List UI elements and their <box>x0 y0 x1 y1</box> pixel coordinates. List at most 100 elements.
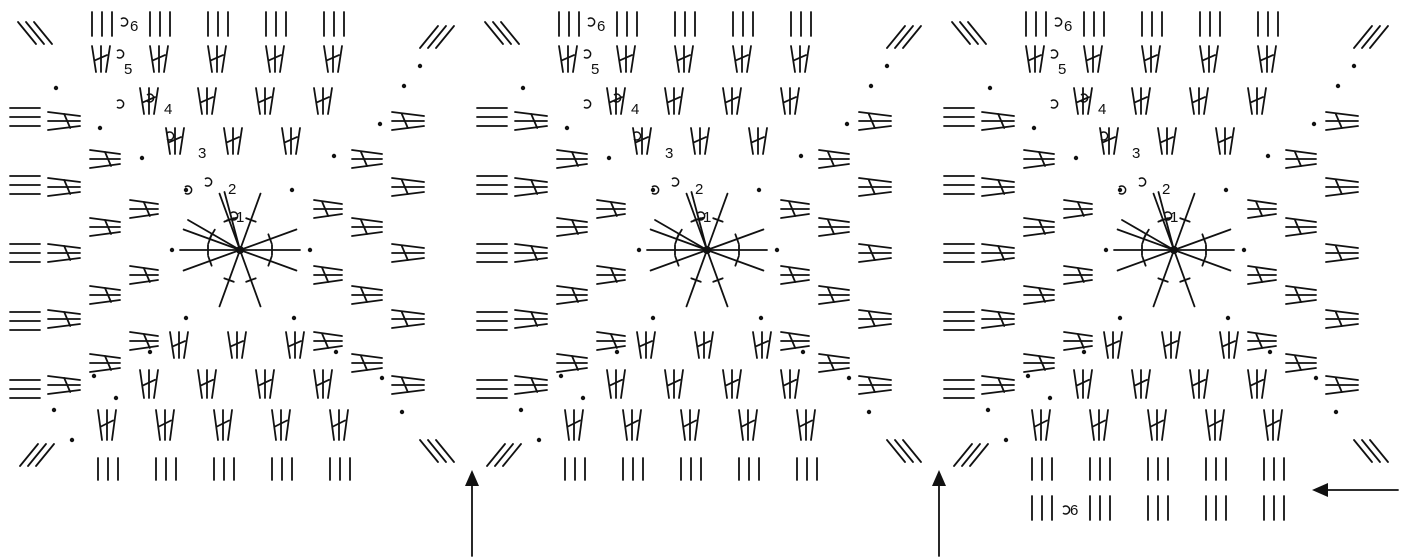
treble-stitch <box>780 199 810 205</box>
treble-crossbar <box>1208 419 1222 428</box>
treble-crossbar <box>788 201 797 217</box>
round-label-4: 4 <box>164 101 172 118</box>
treble-stitch <box>1219 331 1225 359</box>
corner-treble-stitch <box>25 21 45 45</box>
treble-stitch <box>514 323 548 329</box>
treble-stitch <box>1213 45 1219 73</box>
treble-crossbar <box>783 378 797 387</box>
slip-stitch-symbol <box>1073 155 1079 161</box>
treble-stitch <box>1141 45 1147 73</box>
treble-stitch <box>1233 331 1239 359</box>
arrow-head <box>465 470 479 486</box>
treble-stitch <box>255 87 261 115</box>
treble-crossbar <box>1192 378 1206 387</box>
treble-crossbar <box>400 179 409 195</box>
treble-stitch <box>694 409 700 441</box>
treble-crossbar <box>400 113 409 129</box>
treble-crossbar <box>226 136 240 144</box>
treble-stitch <box>804 45 810 73</box>
treble-stitch <box>1229 127 1235 155</box>
treble-crossbar <box>267 233 273 245</box>
treble-crossbar <box>571 287 579 303</box>
treble-crossbar <box>1222 340 1236 348</box>
treble-stitch <box>182 228 241 251</box>
treble-stitch <box>1263 409 1269 441</box>
slip-stitch-symbol <box>169 247 175 253</box>
chain-loop-symbol <box>1062 505 1071 515</box>
treble-stitch <box>616 45 622 73</box>
treble-stitch <box>1247 87 1253 115</box>
slip-stitch-symbol <box>868 83 874 89</box>
slip-stitch-symbol <box>844 121 850 127</box>
chain-loop-symbol <box>1100 131 1109 141</box>
treble-stitch <box>646 127 652 155</box>
slip-stitch-symbol <box>97 125 103 131</box>
treble-crossbar <box>1255 333 1264 349</box>
treble-crossbar <box>326 54 340 62</box>
treble-stitch <box>313 369 319 399</box>
treble-crossbar <box>400 245 409 261</box>
treble-stitch <box>1325 177 1359 183</box>
treble-stitch <box>221 45 227 73</box>
treble-stitch <box>391 309 425 315</box>
slip-stitch-symbol <box>884 63 890 69</box>
treble-stitch <box>1023 367 1055 373</box>
treble-stitch <box>1285 149 1317 155</box>
treble-stitch <box>1173 192 1196 251</box>
slip-stitch-symbol <box>1313 375 1319 381</box>
treble-crossbar <box>207 255 213 267</box>
treble-stitch <box>1116 228 1175 251</box>
treble-stitch <box>556 367 588 373</box>
round-label-1: 1 <box>236 209 244 226</box>
treble-crossbar <box>735 54 749 62</box>
treble-crossbar <box>104 219 112 235</box>
round-label-1: 1 <box>1170 209 1178 226</box>
round-label-4: 4 <box>631 101 639 118</box>
arrow-head <box>1312 483 1328 497</box>
chain-loop-symbol <box>1164 211 1173 221</box>
treble-stitch <box>89 299 121 305</box>
slip-stitch-symbol <box>1333 409 1339 415</box>
slip-stitch-symbol <box>987 85 993 91</box>
treble-stitch <box>1131 369 1137 399</box>
corner-treble-stitch <box>886 439 906 463</box>
chain-loop-symbol <box>184 185 193 195</box>
round-label-6: 6 <box>130 18 138 35</box>
slip-stitch-symbol <box>183 315 189 321</box>
treble-stitch <box>329 409 335 441</box>
treble-stitch <box>285 409 291 441</box>
corner-treble-stitch <box>492 21 512 45</box>
treble-crossbar <box>1179 277 1191 283</box>
treble-stitch <box>1285 285 1317 291</box>
chain-loop-symbol <box>1054 17 1063 27</box>
slip-stitch-symbol <box>650 315 656 321</box>
treble-crossbar <box>152 54 166 62</box>
treble-stitch <box>89 367 121 373</box>
treble-stitch <box>706 249 729 308</box>
treble-crossbar <box>172 340 186 348</box>
slip-stitch-symbol <box>846 375 852 381</box>
treble-stitch <box>1247 331 1277 337</box>
treble-crossbar <box>609 267 618 283</box>
treble-crossbar <box>142 96 156 104</box>
treble-crossbar <box>867 377 876 393</box>
treble-crossbar <box>1201 255 1207 267</box>
treble-crossbar <box>216 419 230 428</box>
chain-loop-symbol <box>230 211 239 221</box>
treble-crossbar <box>667 96 681 104</box>
treble-crossbar <box>63 179 72 195</box>
round-label-2: 2 <box>1162 181 1170 198</box>
treble-stitch <box>1145 87 1151 115</box>
treble-stitch <box>1247 265 1277 271</box>
treble-crossbar <box>751 136 765 144</box>
slip-stitch-symbol <box>606 155 612 161</box>
chain-loop-symbol <box>583 49 592 59</box>
treble-crossbar <box>321 201 330 217</box>
treble-crossbar <box>712 217 724 223</box>
treble-crossbar <box>567 419 581 428</box>
slip-stitch-symbol <box>774 247 780 253</box>
treble-crossbar <box>142 267 151 283</box>
treble-stitch <box>722 87 728 115</box>
corner-treble-stitch <box>1361 25 1381 49</box>
